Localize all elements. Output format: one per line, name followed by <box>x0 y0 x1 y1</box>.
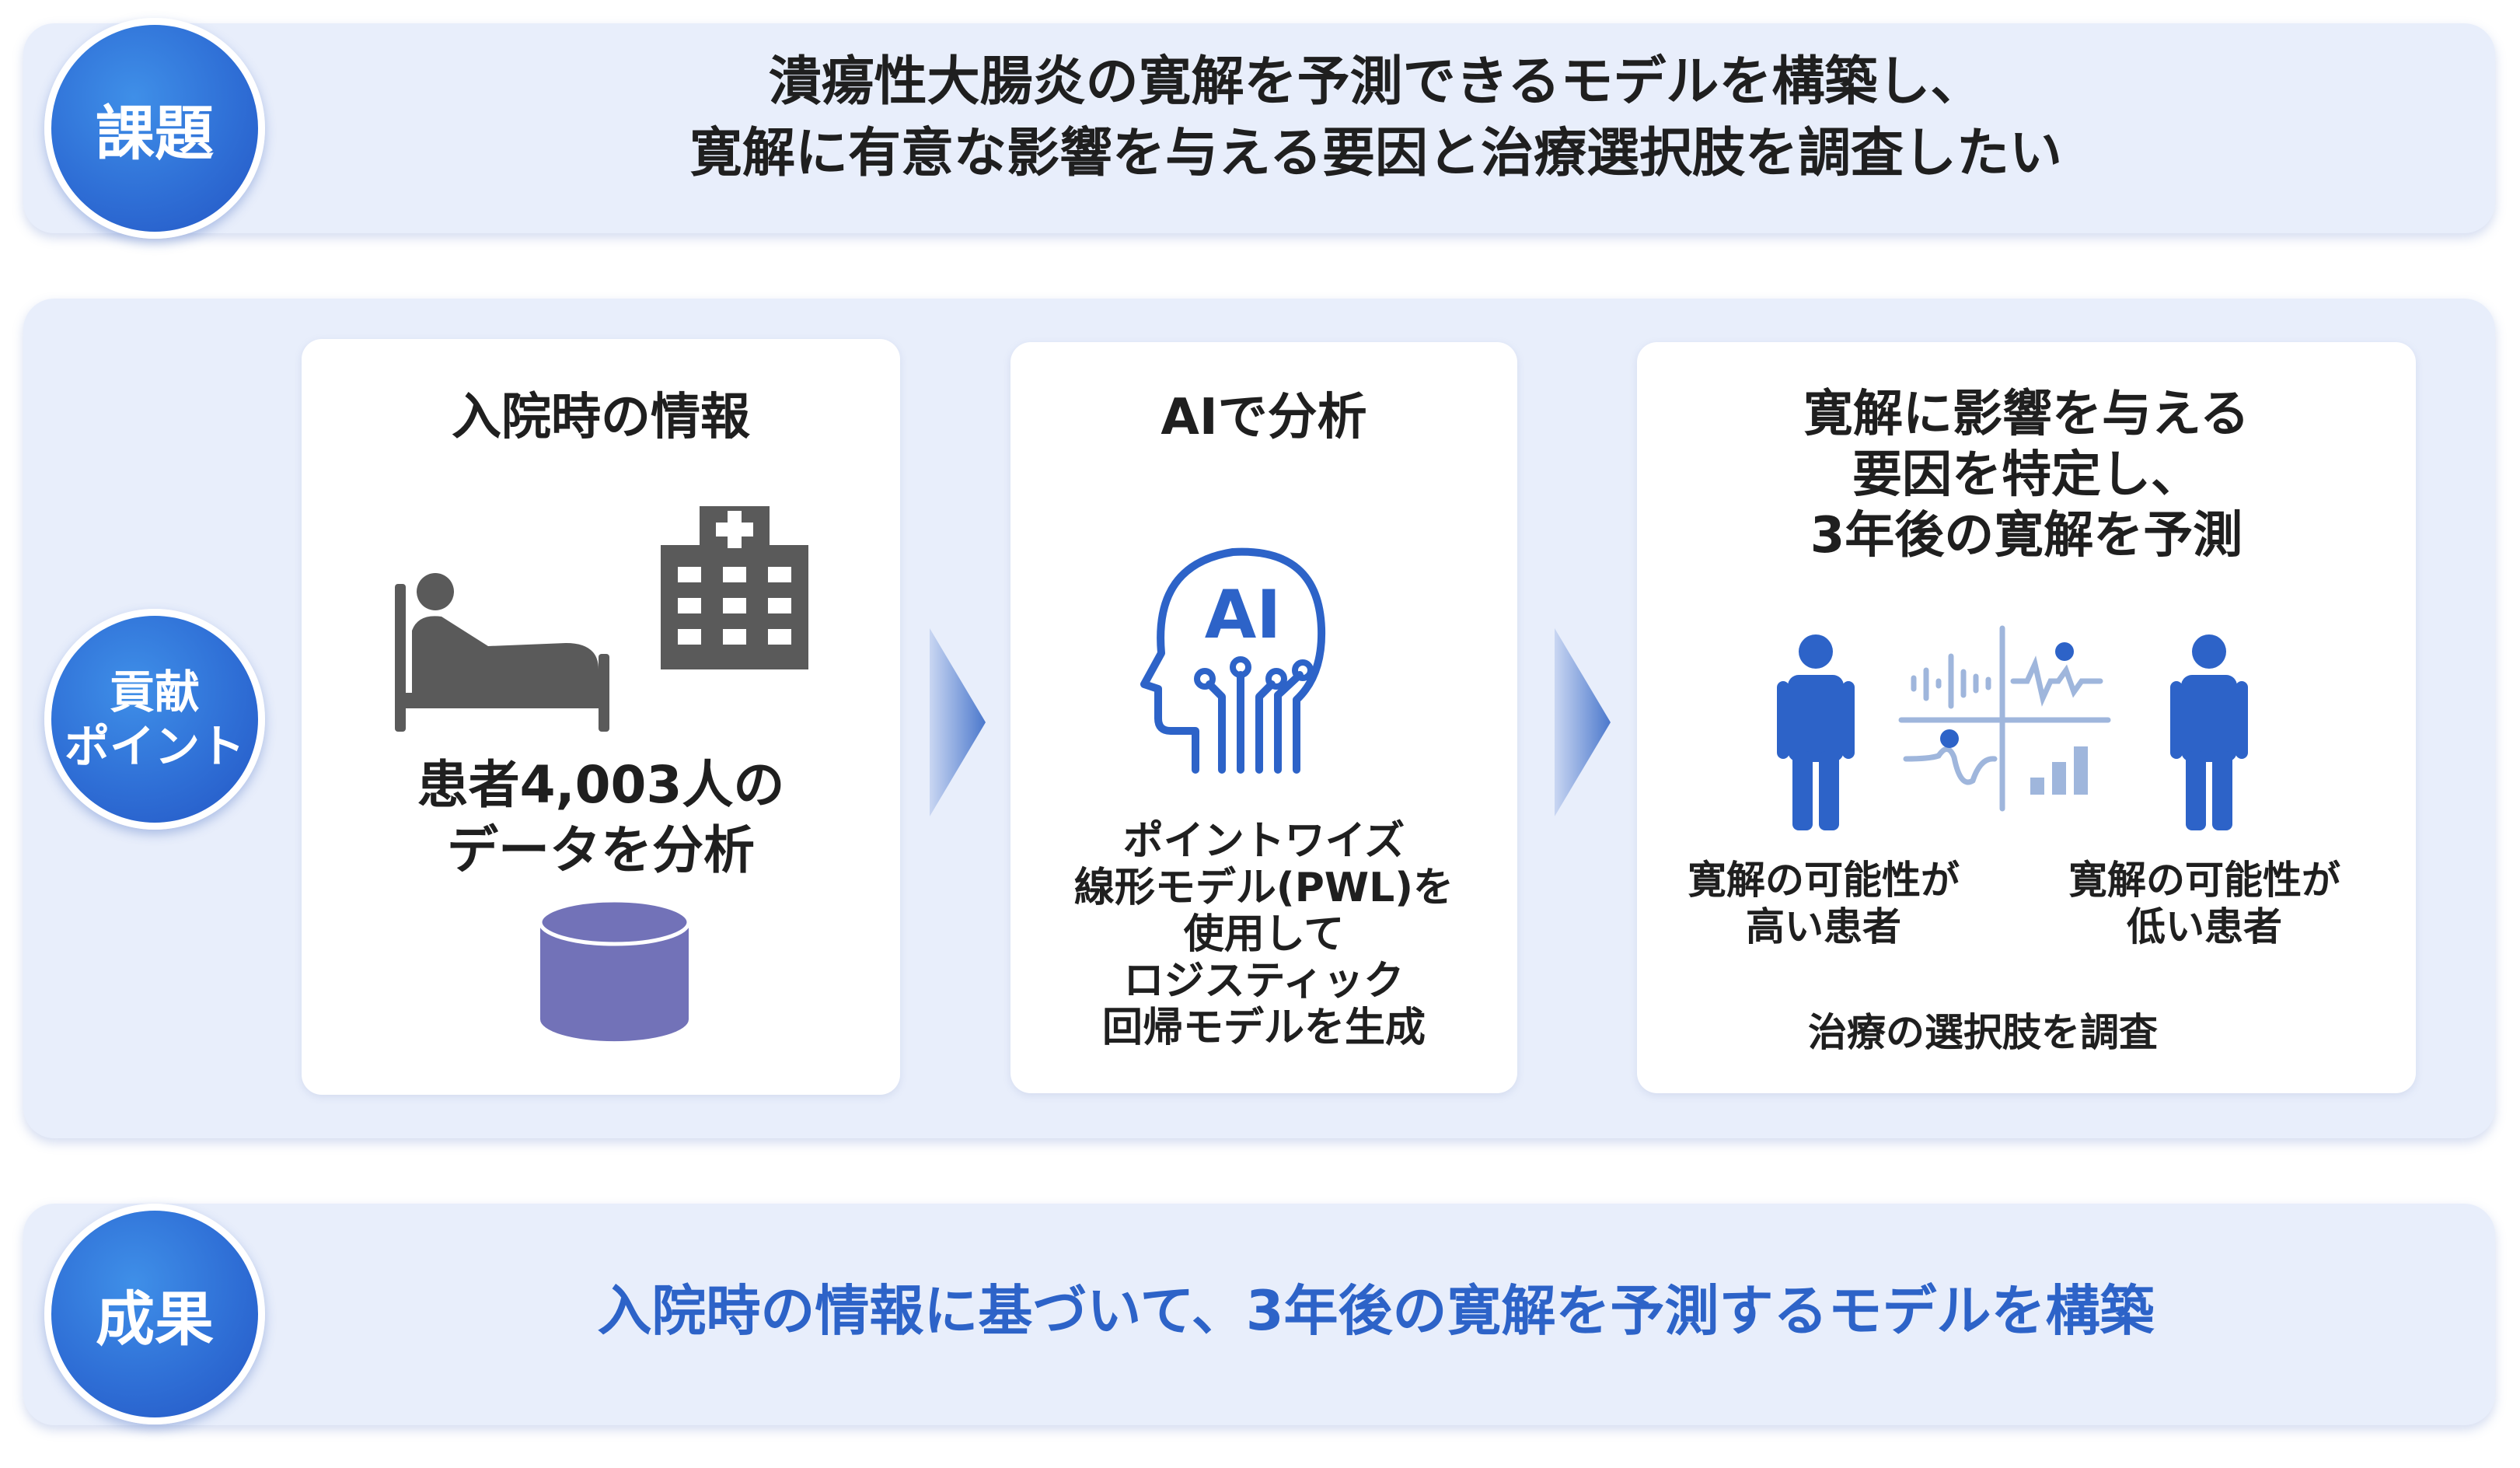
high-probability-line-2: 高い患者 <box>1746 904 1901 949</box>
card1-text-line-1: 患者4,003人の <box>417 755 785 815</box>
bed-patient-icon <box>395 573 609 732</box>
card1-text-line-2: データを分析 <box>447 820 755 880</box>
card-remission-prediction: 寛解に影響を与える 要因を特定し、 3年後の寛解を予測 <box>1637 342 2416 1093</box>
high-probability-label: 寛解の可能性が 高い患者 <box>1668 857 1979 950</box>
card1-heading: 入院時の情報 <box>452 389 750 446</box>
person-icon <box>2170 634 2248 830</box>
result-badge-label: 成果 <box>96 1284 214 1354</box>
issue-badge-label: 課題 <box>96 99 214 168</box>
chevron-right-icon <box>930 628 986 816</box>
issue-line-1: 潰瘍性大腸炎の寛解を予測できるモデルを構築し、 <box>768 51 1984 113</box>
chart-quadrant-icon <box>1898 625 2111 812</box>
card2-text: ポイントワイズ 線形モデル(PWL)を 使用して ロジスティック 回帰モデルを生… <box>1010 818 1517 1051</box>
hospital-icon <box>661 506 808 669</box>
issue-line-2: 寛解に有意な影響を与える要因と治療選択肢を調査したい <box>689 123 2062 184</box>
card-admission-info: 入院時の情報 患者4,003人の データを分析 <box>302 339 900 1095</box>
contribution-badge-line-2: ポイント <box>64 720 245 773</box>
card2-text-line-1: ポイントワイズ <box>1122 818 1405 865</box>
card2-text-line-5: 回帰モデルを生成 <box>1101 1005 1426 1051</box>
low-probability-line-1: 寛解の可能性が <box>2068 858 2340 903</box>
card2-heading: AIで分析 <box>1161 389 1367 446</box>
result-panel <box>23 1204 2495 1425</box>
card1-text: 患者4,003人の データを分析 <box>302 753 900 883</box>
low-probability-label: 寛解の可能性が 低い患者 <box>2041 857 2368 950</box>
card3-heading-line-1: 寛解に影響を与える <box>1803 386 2250 443</box>
person-icon <box>1777 634 1855 830</box>
issue-badge: 課題 <box>44 18 265 239</box>
card3-heading-line-2: 要因を特定し、 <box>1852 446 2201 504</box>
high-probability-line-1: 寛解の可能性が <box>1688 858 1960 903</box>
contribution-badge-line-1: 貢献 <box>109 666 200 718</box>
card2-text-line-4: ロジスティック <box>1123 958 1405 1005</box>
result-badge: 成果 <box>44 1204 265 1424</box>
chevron-right-icon <box>1555 628 1611 816</box>
ai-icon-text: AI <box>1205 576 1282 654</box>
card3-heading-line-3: 3年後の寛解を予測 <box>1810 507 2243 564</box>
issue-text: 潰瘍性大腸炎の寛解を予測できるモデルを構築し、 寛解に有意な影響を与える要因と治… <box>257 47 2495 190</box>
issue-panel <box>23 23 2495 233</box>
card3-footer: 治療の選択肢を調査 <box>1808 1010 2158 1055</box>
database-icon <box>539 899 690 1042</box>
card-ai-analysis: AIで分析 AI ポイントワイズ 線形モデル(PWL)を 使用して ロジスティッ… <box>1010 342 1517 1093</box>
result-text: 入院時の情報に基づいて、3年後の寛解を予測するモデルを構築 <box>597 1279 2155 1343</box>
card2-text-line-2: 線形モデル(PWL)を <box>1073 865 1454 911</box>
low-probability-line-2: 低い患者 <box>2127 904 2282 949</box>
card2-text-line-3: 使用して <box>1183 911 1345 958</box>
contribution-badge: 貢献 ポイント <box>44 609 265 830</box>
ai-head-icon: AI <box>1140 547 1326 774</box>
card3-heading: 寛解に影響を与える 要因を特定し、 3年後の寛解を予測 <box>1637 384 2416 566</box>
